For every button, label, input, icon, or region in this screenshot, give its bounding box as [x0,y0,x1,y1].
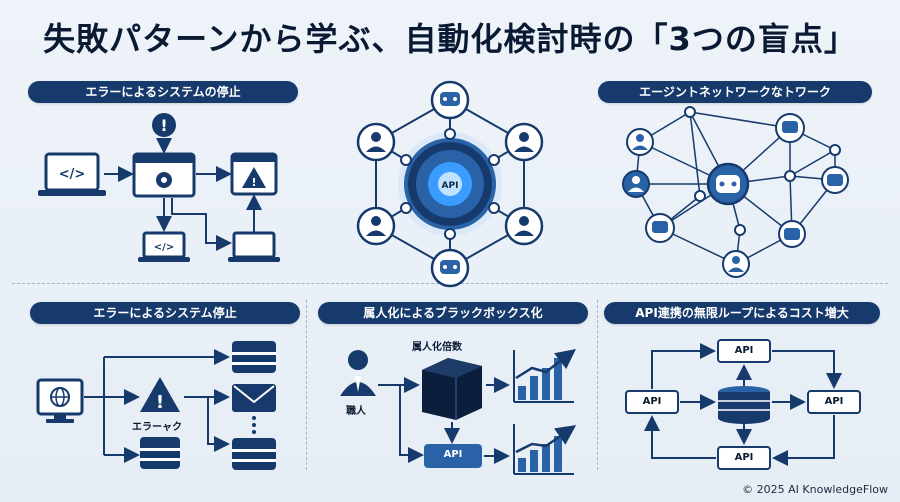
api-node-label: API [824,396,844,407]
database-center-icon [718,386,770,424]
hub-network: API [356,80,544,288]
laptop-blank-icon [228,231,280,262]
person-node-bottom-left [356,206,396,246]
hub-center-label: API [442,181,459,191]
agent-robot-node [775,113,805,143]
warning-window-icon: ! [230,152,278,196]
database-icon [232,438,276,470]
mail-icon [232,384,276,412]
black-box-cube-icon [422,358,482,420]
blackbox-api-label: API [443,449,463,460]
robot-node-top [430,80,470,120]
agent-person-node [626,128,654,156]
alert-icon: ! [152,113,176,137]
copyright-footer: © 2025 AI KnowledgeFlow [742,483,888,496]
person-node-bottom-right [504,206,544,246]
laptop-code-icon: </> [38,152,106,196]
agent-robot-node [706,162,750,206]
section-header-blackbox: 属人化によるブラックボックス化 [318,302,588,324]
agent-robot-node [821,166,849,194]
section-header-error-stop-bottom: エラーによるシステム停止 [30,302,300,324]
svg-text:!: ! [156,392,164,413]
api-loop-diagram [625,339,861,470]
monitor-globe-icon [36,378,84,423]
agent-robot-node [778,220,806,248]
person-node-top-right [504,122,544,162]
bar-chart-up-icon [513,348,576,403]
api-node-label: API [734,452,754,463]
person-node-top-left [356,122,396,162]
api-node-label: API [642,396,662,407]
svg-text:!: ! [251,176,256,189]
worker-person-icon [340,350,376,396]
ellipsis-icon [252,416,256,434]
section-header-error-stop-top: エラーによるシステムの停止 [28,81,298,103]
blackbox-top-label: 属人化倍数 [412,342,462,353]
blackbox-diagram [340,348,577,475]
vertical-divider-right [597,300,598,470]
page-title: 失敗パターンから学ぶ、自動化検討時の「3つの盲点」 [43,20,857,58]
robot-node-bottom [430,248,470,288]
laptop-small-icon: </> [138,231,190,262]
warning-triangle-icon: ! [140,377,180,413]
agent-robot-node [645,213,675,243]
section-header-agent-network: エージントネットワークなトワーク [598,81,872,103]
api-node-label: API [734,345,754,356]
section-header-api-loop: API連携の無限ループによるコスト増大 [604,302,880,324]
worker-label: 職人 [346,406,366,417]
error-label: エラーャク [132,422,182,433]
bar-chart-up-icon [513,424,577,475]
agent-mesh-nodes [622,106,849,278]
agent-person-node [722,250,750,278]
database-icon [232,341,276,373]
svg-text:</>: </> [154,242,174,253]
svg-text:</>: </> [59,167,86,182]
settings-window-icon [132,152,196,198]
vertical-divider-left [306,300,307,470]
database-icon [140,437,180,469]
error-stop-diagram-bottom: ! [36,341,276,470]
agent-person-node [622,170,650,198]
svg-text:!: ! [160,116,167,135]
